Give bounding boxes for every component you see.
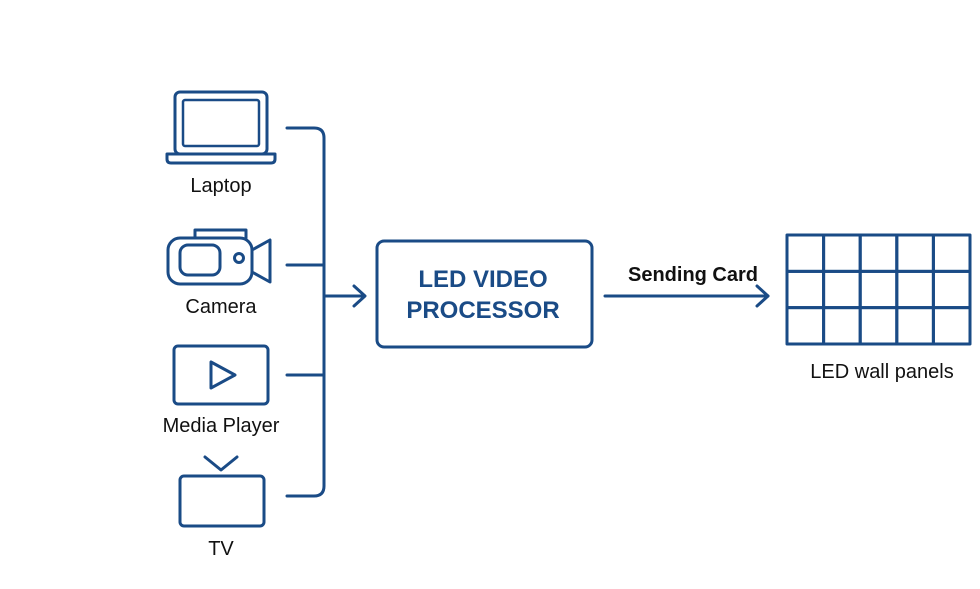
processor-title-line1: LED VIDEO [418,266,547,293]
source-label-laptop: Laptop [190,175,251,197]
sending-card-arrow [603,284,770,308]
led-panel-cell [822,269,862,310]
led-panel-grid-icon [785,233,972,346]
led-panel-cell [822,306,862,346]
source-label-media-player: Media Player [163,415,280,437]
led-panel-cell [931,233,972,273]
led-panel-cell [785,269,826,310]
sending-card-label: Sending Card [628,264,758,286]
led-panel-cell [931,306,972,346]
input-arrow [322,284,367,308]
laptop-icon [165,90,277,165]
processor-title-line2: PROCESSOR [406,297,559,324]
led-panel-cell [858,269,899,310]
led-panel-cell [858,306,899,346]
camera-icon [166,228,272,286]
led-video-processor-box [375,239,594,349]
led-panel-cell [785,306,826,346]
led-panel-cell [895,306,935,346]
led-panel-cell [822,233,862,273]
led-panel-cell [931,269,972,310]
led-panel-cell [785,233,826,273]
led-panel-cell [895,233,935,273]
tv-icon [178,455,266,528]
source-label-tv: TV [208,538,234,560]
source-bracket-connector [285,126,326,498]
led-panel-cell [895,269,935,310]
led-wall-panels-label: LED wall panels [810,361,953,383]
led-panel-cell [858,233,899,273]
play-icon [172,344,270,406]
source-label-camera: Camera [185,296,257,318]
